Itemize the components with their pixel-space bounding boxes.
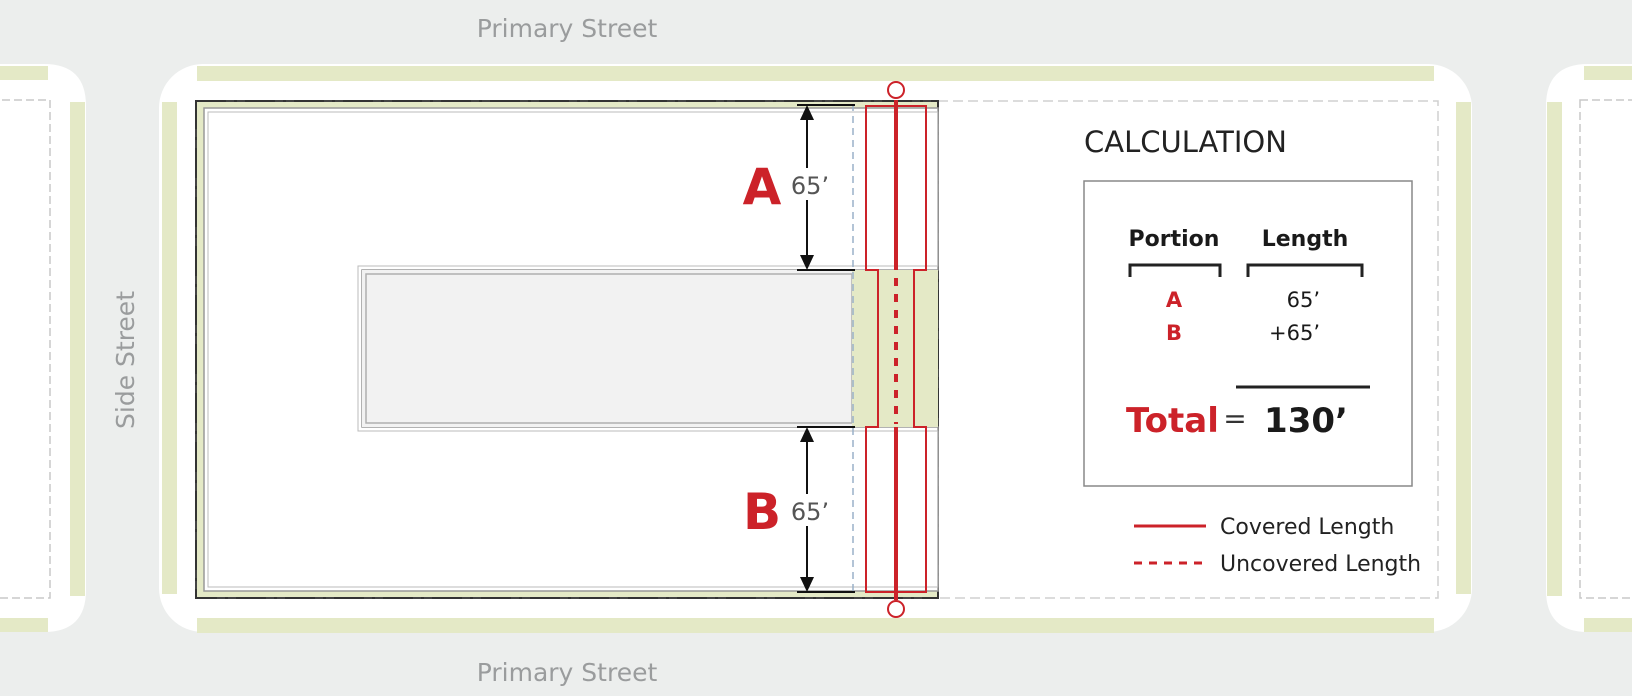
- total-label: Total: [1126, 401, 1219, 441]
- legend-uncovered-label: Uncovered Length: [1220, 552, 1421, 577]
- total-value: 130’: [1264, 401, 1348, 441]
- dimension-a: [797, 104, 855, 271]
- row-length-a: 65’: [1287, 288, 1320, 312]
- row-portion-a: A: [1166, 288, 1183, 312]
- setback-strip-bottom: [197, 618, 1434, 633]
- primary-street-label-bottom: Primary Street: [477, 658, 658, 687]
- dimension-value-a: 65’: [791, 172, 829, 200]
- courtyard: [362, 270, 852, 427]
- bracket-portion: [1128, 263, 1222, 277]
- portion-label-b: B: [743, 483, 781, 541]
- legend: Covered Length Uncovered Length: [1134, 515, 1421, 577]
- calculation-panel: CALCULATION Portion Length A 65’ B +65’ …: [1083, 125, 1413, 487]
- side-street-label: Side Street: [111, 291, 140, 429]
- setback-strip-top: [197, 66, 1434, 81]
- endpoint-marker-bottom: [887, 600, 905, 618]
- frontage-measurement: [865, 81, 927, 618]
- portion-label-a: A: [743, 158, 782, 216]
- endpoint-marker-top: [887, 81, 905, 99]
- column-header-portion: Portion: [1129, 227, 1220, 252]
- neighbor-block-right: [1546, 64, 1632, 632]
- primary-street-label-top: Primary Street: [477, 14, 658, 43]
- calculation-title: CALCULATION: [1084, 125, 1287, 159]
- dimension-value-b: 65’: [791, 498, 829, 526]
- bracket-length: [1246, 263, 1364, 277]
- column-header-length: Length: [1262, 227, 1349, 252]
- row-length-b: +65’: [1269, 321, 1320, 345]
- legend-covered-label: Covered Length: [1220, 515, 1394, 540]
- neighbor-block-left: [0, 64, 86, 632]
- row-portion-b: B: [1166, 321, 1182, 345]
- setback-strip-left: [162, 102, 177, 594]
- calculation-box: [1083, 180, 1413, 487]
- total-equals: =: [1223, 402, 1246, 435]
- setback-strip-right: [1456, 102, 1471, 594]
